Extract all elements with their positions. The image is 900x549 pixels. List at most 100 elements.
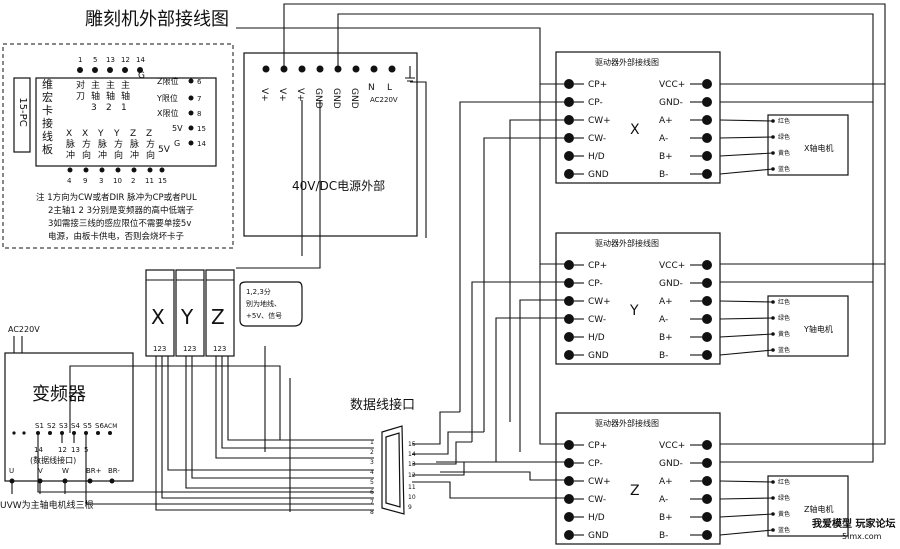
driver-right-label: VCC+ [659, 80, 685, 90]
motor-label: Z轴电机 [804, 504, 833, 514]
driver-right-label: B+ [659, 152, 673, 162]
driver-left-terminal [564, 350, 574, 360]
driver-left-label: CP- [588, 98, 603, 108]
driver-left-terminal [564, 530, 574, 540]
vfd-out-w: W [62, 467, 69, 475]
motor-box [767, 295, 849, 357]
power-term-vplus-3: V+ [295, 88, 305, 102]
driver-right-terminal [702, 332, 712, 342]
vfd-term-acm: ACM [104, 423, 117, 430]
vfd-caption: (数据线接口) [30, 455, 76, 465]
driver-right-label: GND- [659, 98, 683, 108]
driver-right-label: B- [659, 170, 668, 180]
driver-left-label: CW- [588, 134, 606, 144]
db-pin-13: 13 [408, 461, 416, 468]
driver-left-label: CP+ [588, 441, 607, 451]
motor-wire-color: 绿色 [778, 314, 790, 322]
db-pin-3: 3 [370, 459, 374, 466]
db-pin-15: 15 [408, 441, 416, 448]
driver-left-label: CW+ [588, 297, 611, 307]
driver-left-terminal [564, 151, 574, 161]
power-term-vplus-2: V+ [277, 88, 287, 102]
driver-right-terminal [702, 169, 712, 179]
driver-right-label: B- [659, 351, 668, 361]
card-top-pin-13: 13 [106, 56, 115, 64]
power-term-gnd-1: GND [313, 88, 323, 109]
card-bottom-pin-4: 2 [131, 177, 135, 185]
db-pin-4: 4 [370, 469, 374, 476]
db-pin-9: 9 [408, 504, 412, 511]
driver-header: 驱动器外部接线图 [595, 238, 659, 248]
driver-left-terminal [564, 314, 574, 324]
vfd-num-14: 14 [34, 446, 43, 454]
driver-left-label: GND [588, 170, 609, 180]
motor-wire-color: 黄色 [778, 510, 790, 518]
motor-wire-color: 蓝色 [778, 526, 790, 534]
switch-x-pins: 123 [153, 345, 166, 353]
motor-wire-color: 红色 [778, 117, 790, 125]
vfd-term-s4: S4 [71, 422, 80, 430]
driver-left-label: CP+ [588, 261, 607, 271]
motor-wire-color: 黄色 [778, 330, 790, 338]
card-right-label-3: 5V [172, 124, 183, 133]
card-right-label-0: Z限位 [157, 76, 178, 86]
driver-right-label: B+ [659, 513, 673, 523]
vfd-out-v: V [38, 467, 43, 475]
vfd-ac-label: AC220V [8, 325, 40, 334]
power-label: 40V/DC电源外部 [292, 178, 385, 193]
card-word-tool: 对刀 [76, 79, 85, 102]
driver-left-terminal [564, 440, 574, 450]
vfd-inverter: AC220V 变频器 S1 S2 S3 S4 S5 S6 ACM 14 12 1… [0, 325, 134, 511]
card-top-pin-12: 12 [121, 56, 130, 64]
driver-right-terminal [702, 440, 712, 450]
vfd-out-brm: BR- [108, 467, 120, 475]
driver-right-terminal [702, 296, 712, 306]
power-term-ac-l: L [387, 83, 392, 93]
switch-note-3: +5V、信号 [246, 311, 282, 320]
card-bottom-pin-0: 4 [67, 177, 72, 185]
card-right-pin-0: 6 [197, 78, 202, 86]
card-right-label-1: Y限位 [156, 93, 178, 103]
driver-axis-label: Z [630, 483, 640, 499]
driver-right-terminal [702, 260, 712, 270]
driver-axis-label: X [630, 122, 640, 138]
driver-right-label: A- [659, 134, 668, 144]
driver-right-terminal [702, 458, 712, 468]
interconnect-wires [37, 3, 886, 512]
card-bottom-pin-6: 15 [158, 177, 167, 185]
db-pin-14: 14 [408, 451, 416, 458]
vfd-term-s3: S3 [59, 422, 68, 430]
card-right-pin-4: 14 [197, 140, 206, 148]
svg-text:维: 维 [42, 78, 53, 91]
power-ac-label: AC220V [370, 96, 398, 104]
driver-right-label: A+ [659, 477, 673, 487]
card-pc-label: 15-PC [17, 97, 28, 126]
switch-z-pins: 123 [213, 345, 226, 353]
db-label: 数据线接口 [350, 397, 415, 413]
db-pin-8: 8 [370, 509, 374, 516]
driver-right-terminal [702, 133, 712, 143]
driver-header: 驱动器外部接线图 [595, 418, 659, 428]
driver-left-label: CW+ [588, 116, 611, 126]
power-term-vplus-1: V+ [259, 88, 269, 102]
driver-left-terminal [564, 332, 574, 342]
driver-right-terminal [702, 314, 712, 324]
motor-wire-color: 红色 [778, 478, 790, 486]
card-top-pin-1: 1 [78, 56, 82, 64]
driver-right-terminal [702, 530, 712, 540]
driver-right-label: A+ [659, 297, 673, 307]
motor-wire-color: 红色 [778, 298, 790, 306]
diagram-title: 雕刻机外部接线图 [85, 9, 229, 30]
card-note-1: 注 1方向为CW或者DIR 脉冲为CP或者PUL [36, 192, 197, 203]
driver-left-terminal [564, 458, 574, 468]
db-pin-2: 2 [370, 449, 374, 456]
db-pin-10: 10 [408, 494, 416, 501]
